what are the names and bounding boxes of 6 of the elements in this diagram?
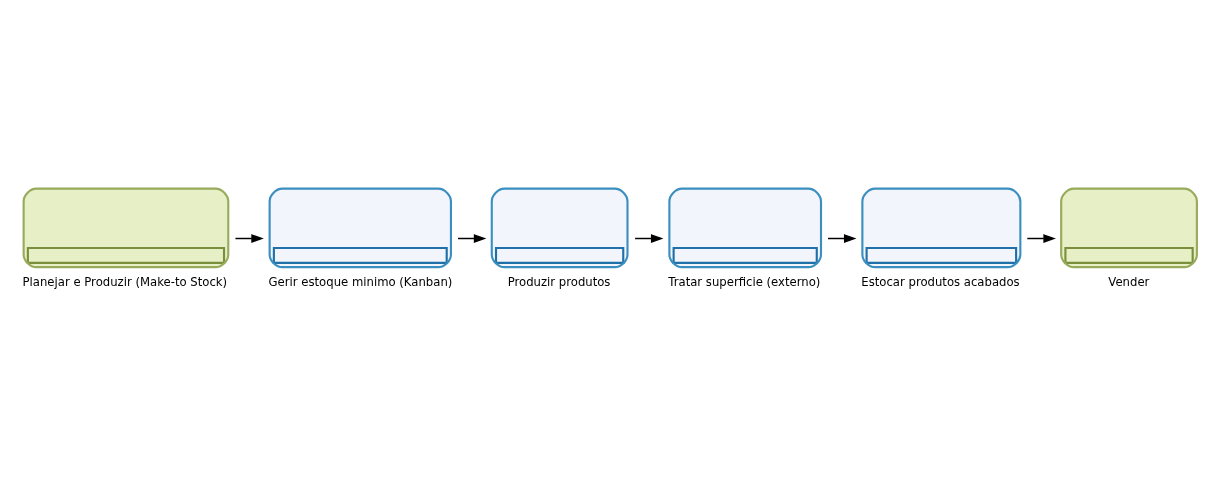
node-label: Vender (1108, 275, 1150, 289)
node-label: Tratar superficie (externo) (668, 275, 821, 289)
node-label: Produzir produtos (507, 275, 611, 289)
node-label: Planejar e Produzir (Make-to Stock) (22, 275, 228, 289)
node-label: Estocar produtos acabados (861, 275, 1020, 289)
node-label: Gerir estoque minimo (Kanban) (268, 275, 453, 289)
